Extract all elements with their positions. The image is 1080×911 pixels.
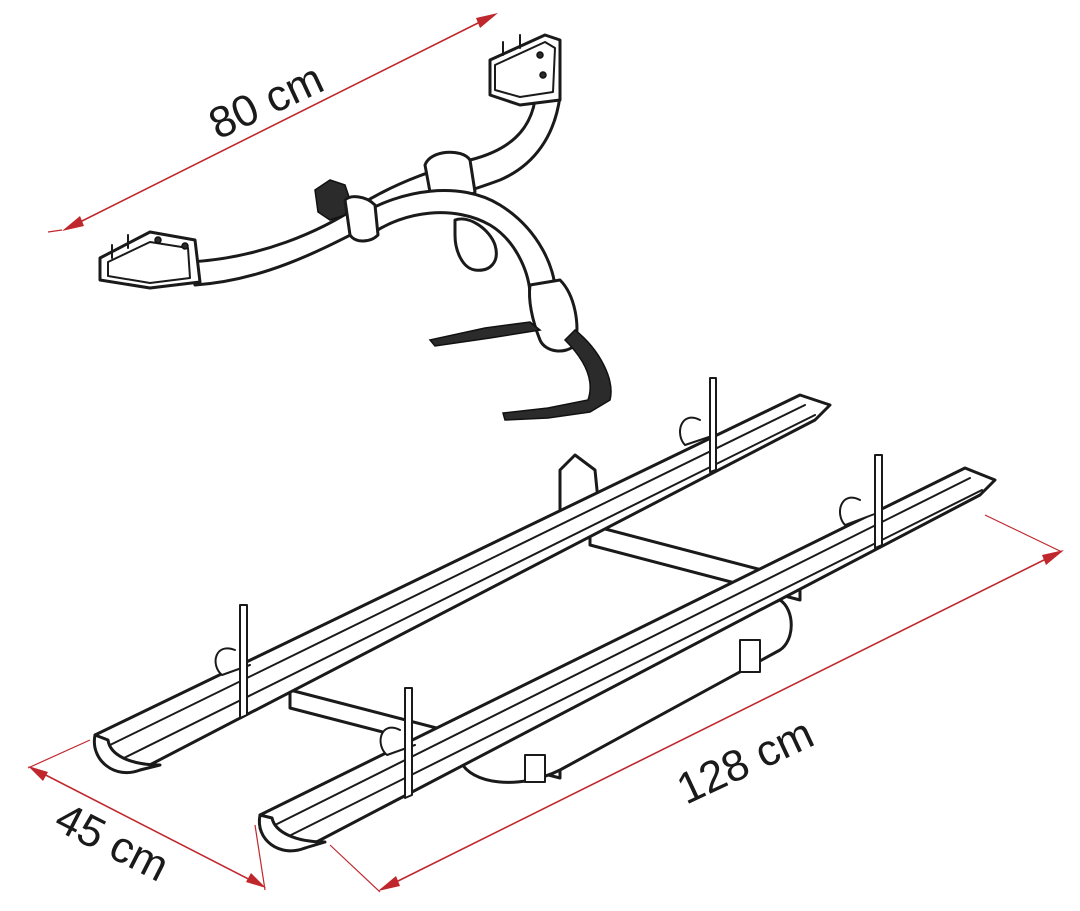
rail-strap-1 xyxy=(679,416,716,446)
strap-lower xyxy=(502,328,612,421)
rail-right xyxy=(258,466,997,851)
strap-upper xyxy=(428,321,542,347)
rail-strap-3 xyxy=(214,647,251,676)
rail-left-end xyxy=(92,733,162,775)
dimension-length xyxy=(329,514,1064,893)
dimension-depth xyxy=(27,739,266,891)
upper-frame xyxy=(98,33,612,421)
dimension-top xyxy=(47,13,498,233)
rail-strap-4 xyxy=(379,726,416,756)
dimension-label-top: 80 cm xyxy=(202,54,331,149)
lower-carrier xyxy=(92,377,997,853)
rail-right-end xyxy=(257,813,327,853)
rail-strap-2 xyxy=(839,496,881,526)
strap-clamp xyxy=(528,278,579,353)
dimension-label-length: 128 cm xyxy=(670,709,821,814)
dimension-label-depth: 45 cm xyxy=(47,793,176,891)
hanging-clamp xyxy=(453,217,498,272)
